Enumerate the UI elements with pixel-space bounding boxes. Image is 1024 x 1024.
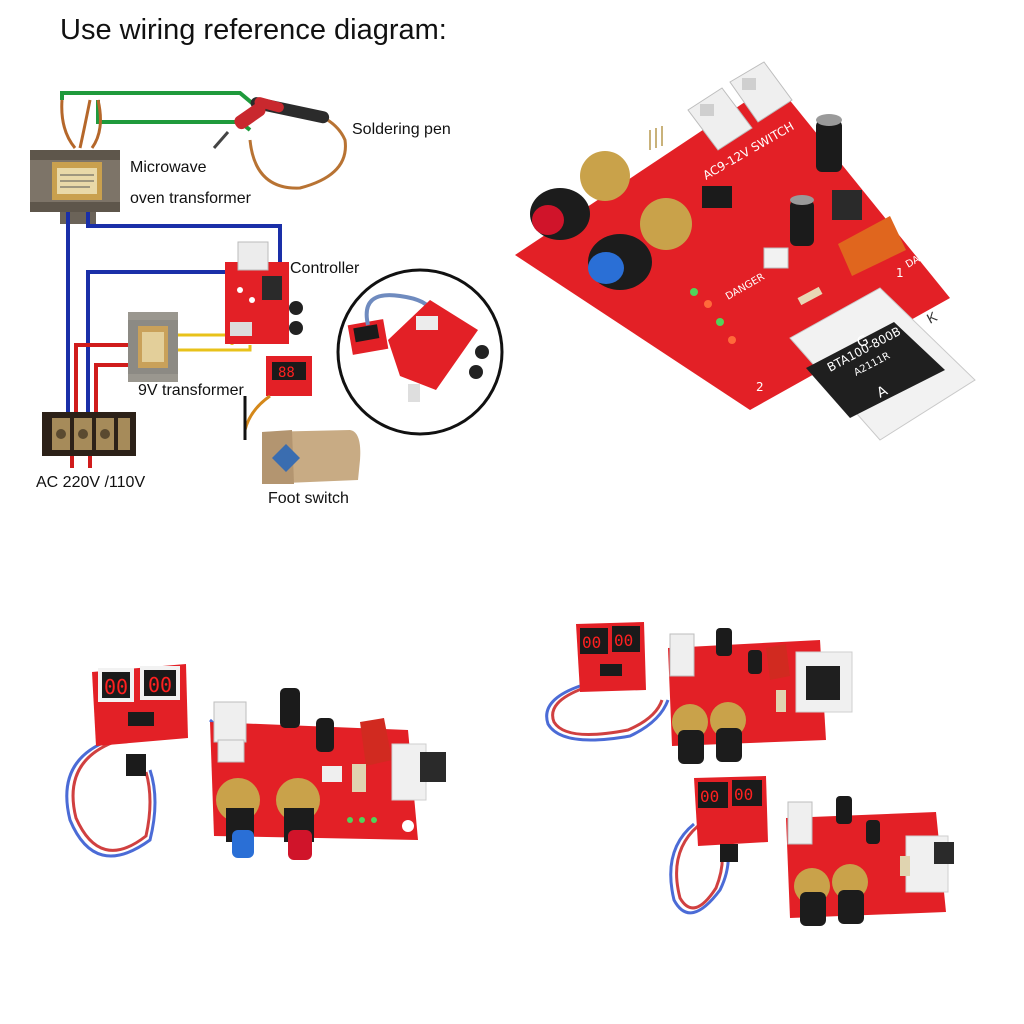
ribbon-cable-right-upper: [545, 684, 670, 742]
mains-wires: [70, 343, 130, 468]
page-title: Use wiring reference diagram:: [60, 14, 447, 46]
display-board-right-lower: 00 00: [694, 776, 768, 862]
controller-board-small: [225, 241, 303, 344]
microwave-transformer: [30, 150, 120, 224]
inset-detail: [336, 268, 504, 436]
svg-text:88: 88: [278, 365, 295, 381]
transformer-9v: [128, 312, 178, 382]
display-digits-right-lower-a: 00: [700, 787, 719, 806]
knobs-right-lower[interactable]: [794, 864, 868, 926]
display-digits-right-upper-a: 00: [582, 633, 601, 652]
foot-switch-label: Foot switch: [268, 490, 349, 507]
terminal-blocks-large: [687, 61, 793, 151]
knob-red-large[interactable]: [530, 151, 630, 240]
knob-blue-large[interactable]: [588, 198, 692, 290]
terminal-block: [42, 412, 136, 456]
resistor-large: [797, 286, 823, 306]
silk-pin1: 1: [896, 266, 904, 280]
knob-red-left[interactable]: [276, 778, 320, 860]
display-digits-left-b: 00: [148, 673, 172, 697]
regulator-large: [832, 190, 862, 220]
secondary-coil: [60, 99, 102, 149]
transformer-9v-label: 9V transformer: [138, 382, 244, 399]
microwave-transformer-label-line2: oven transformer: [130, 190, 251, 207]
controller-label: Controller: [290, 260, 360, 277]
capacitors-large: [790, 114, 842, 246]
ribbon-cable-right-lower: [669, 822, 730, 915]
main-board-left: [210, 688, 446, 840]
thyristor-module: [789, 287, 976, 441]
display-digits-left-a: 00: [104, 675, 128, 699]
display-board-right-upper: 00 00: [576, 622, 646, 692]
leds-left: [347, 817, 377, 823]
microwave-transformer-label-line1: Microwave: [130, 159, 207, 176]
display-digits-right-lower-b: 00: [734, 785, 753, 804]
primary-wires: [66, 212, 282, 418]
display-board-left: 00 00: [92, 664, 188, 776]
silk-pin2: 2: [756, 380, 764, 394]
soldering-pen-label: Soldering pen: [352, 121, 451, 138]
knobs-right-upper[interactable]: [672, 702, 746, 764]
mains-label: AC 220V /110V: [36, 474, 146, 491]
soldering-pen: [212, 97, 347, 190]
film-capacitor-large: [838, 216, 906, 276]
pin-header-large: [649, 126, 663, 150]
display-digits-right-upper-b: 00: [614, 631, 633, 650]
leds-large: [690, 288, 736, 344]
connector-large: [763, 247, 789, 269]
ic-large: [702, 186, 732, 208]
foot-switch: [243, 396, 361, 484]
knob-blue-left[interactable]: [216, 778, 260, 858]
